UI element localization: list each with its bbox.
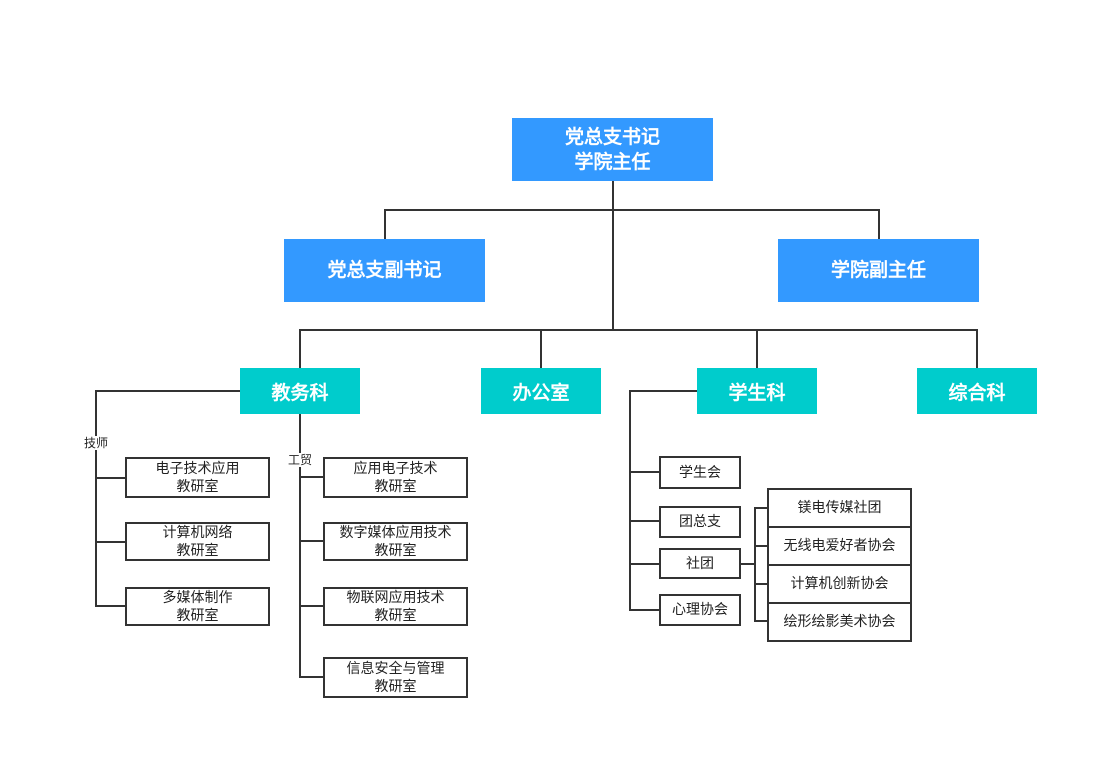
node-label: 团总支 [679,514,721,530]
node-line: 教研室 [176,478,219,495]
dept-jiaowu-node: 教务科 [240,368,360,414]
node-label: 学院副主任 [830,259,926,281]
jishi-room-node: 多媒体制作 教研室 [125,587,270,626]
gongmao-room-node: 数字媒体应用技术 教研室 [323,522,468,561]
jishi-label: 技师 [83,436,110,450]
node-label: 党总支副书记 [327,259,442,281]
node-line: 学院主任 [574,150,651,173]
node-label: 计算机创新协会 [790,576,889,592]
club-node: 计算机创新协会 [767,564,912,604]
node-label: 社团 [686,555,714,572]
node-label: 学生会 [679,464,721,481]
node-line: 物联网应用技术 [346,589,445,606]
party-secretary-director-node: 党总支书记 学院主任 [512,118,713,181]
node-label: 心理协会 [672,602,728,618]
node-line: 应用电子技术 [353,460,438,477]
node-line: 党总支书记 [564,125,660,148]
gongmao-room-node: 物联网应用技术 教研室 [323,587,468,626]
jishi-room-node: 电子技术应用 教研室 [125,457,270,498]
node-line: 多媒体制作 [162,589,233,606]
psychology-association-node: 心理协会 [659,594,741,626]
club-node: 绘形绘影美术协会 [767,602,912,642]
node-label: 镁电传媒社团 [797,500,882,516]
node-line: 信息安全与管理 [346,660,445,677]
node-line: 教研室 [374,478,417,495]
node-line: 教研室 [374,607,417,624]
deputy-director-node: 学院副主任 [778,239,979,302]
node-line: 数字媒体应用技术 [339,524,452,541]
gongmao-room-node: 信息安全与管理 教研室 [323,657,468,698]
gongmao-label: 工贸 [287,453,314,467]
node-label: 学生科 [728,381,786,404]
node-label: 教务科 [271,381,329,404]
league-branch-node: 团总支 [659,506,741,538]
node-label: 综合科 [948,381,1006,404]
node-label: 绘形绘影美术协会 [783,614,896,630]
node-line: 教研室 [176,542,219,559]
node-line: 教研室 [374,678,417,695]
node-line: 电子技术应用 [155,460,240,477]
clubs-node: 社团 [659,548,741,579]
dept-student-node: 学生科 [697,368,817,414]
node-line: 教研室 [374,542,417,559]
dept-general-node: 综合科 [917,368,1037,414]
gongmao-room-node: 应用电子技术 教研室 [323,457,468,498]
node-label: 无线电爱好者协会 [783,538,896,554]
node-label: 办公室 [512,381,570,404]
deputy-secretary-node: 党总支副书记 [284,239,485,302]
jishi-room-node: 计算机网络 教研室 [125,522,270,561]
club-node: 无线电爱好者协会 [767,526,912,566]
student-union-node: 学生会 [659,456,741,489]
node-line: 计算机网络 [162,524,233,541]
dept-office-node: 办公室 [481,368,601,414]
club-node: 镁电传媒社团 [767,488,912,528]
node-line: 教研室 [176,607,219,624]
